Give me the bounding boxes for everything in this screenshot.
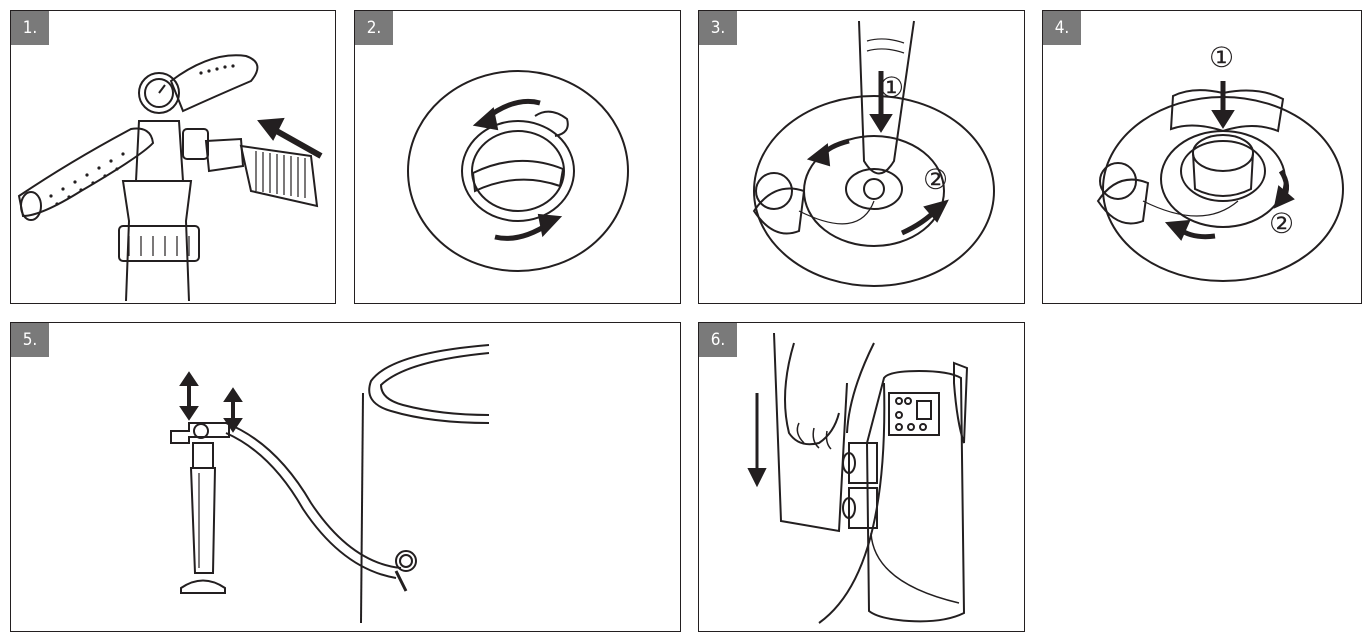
pump-connection-illustration [11, 11, 336, 304]
step-number: 5. [11, 323, 49, 357]
pump-inflate-illustration [11, 323, 681, 632]
step-number: 2. [355, 11, 393, 45]
step-2-panel: 2. [354, 10, 681, 304]
step-number: 6. [699, 323, 737, 357]
callout-2: ② [1269, 207, 1294, 240]
step-number: 3. [699, 11, 737, 45]
step-4-panel: 4. ① ② [1042, 10, 1362, 304]
step-5-panel: 5. [10, 322, 681, 632]
step-number: 1. [11, 11, 49, 45]
callout-2: ② [923, 163, 948, 196]
step-3-panel: 3. ① ② [698, 10, 1025, 304]
step-6-panel: 6. [698, 322, 1025, 632]
valve-cap-illustration [355, 11, 681, 304]
callout-1: ① [879, 71, 904, 104]
valve-press-illustration [699, 11, 1025, 304]
callout-1: ① [1209, 41, 1234, 74]
step-number: 4. [1043, 11, 1081, 45]
control-unit-install-illustration [699, 323, 1025, 632]
step-1-panel: 1. [10, 10, 336, 304]
valve-close-illustration [1043, 11, 1362, 304]
